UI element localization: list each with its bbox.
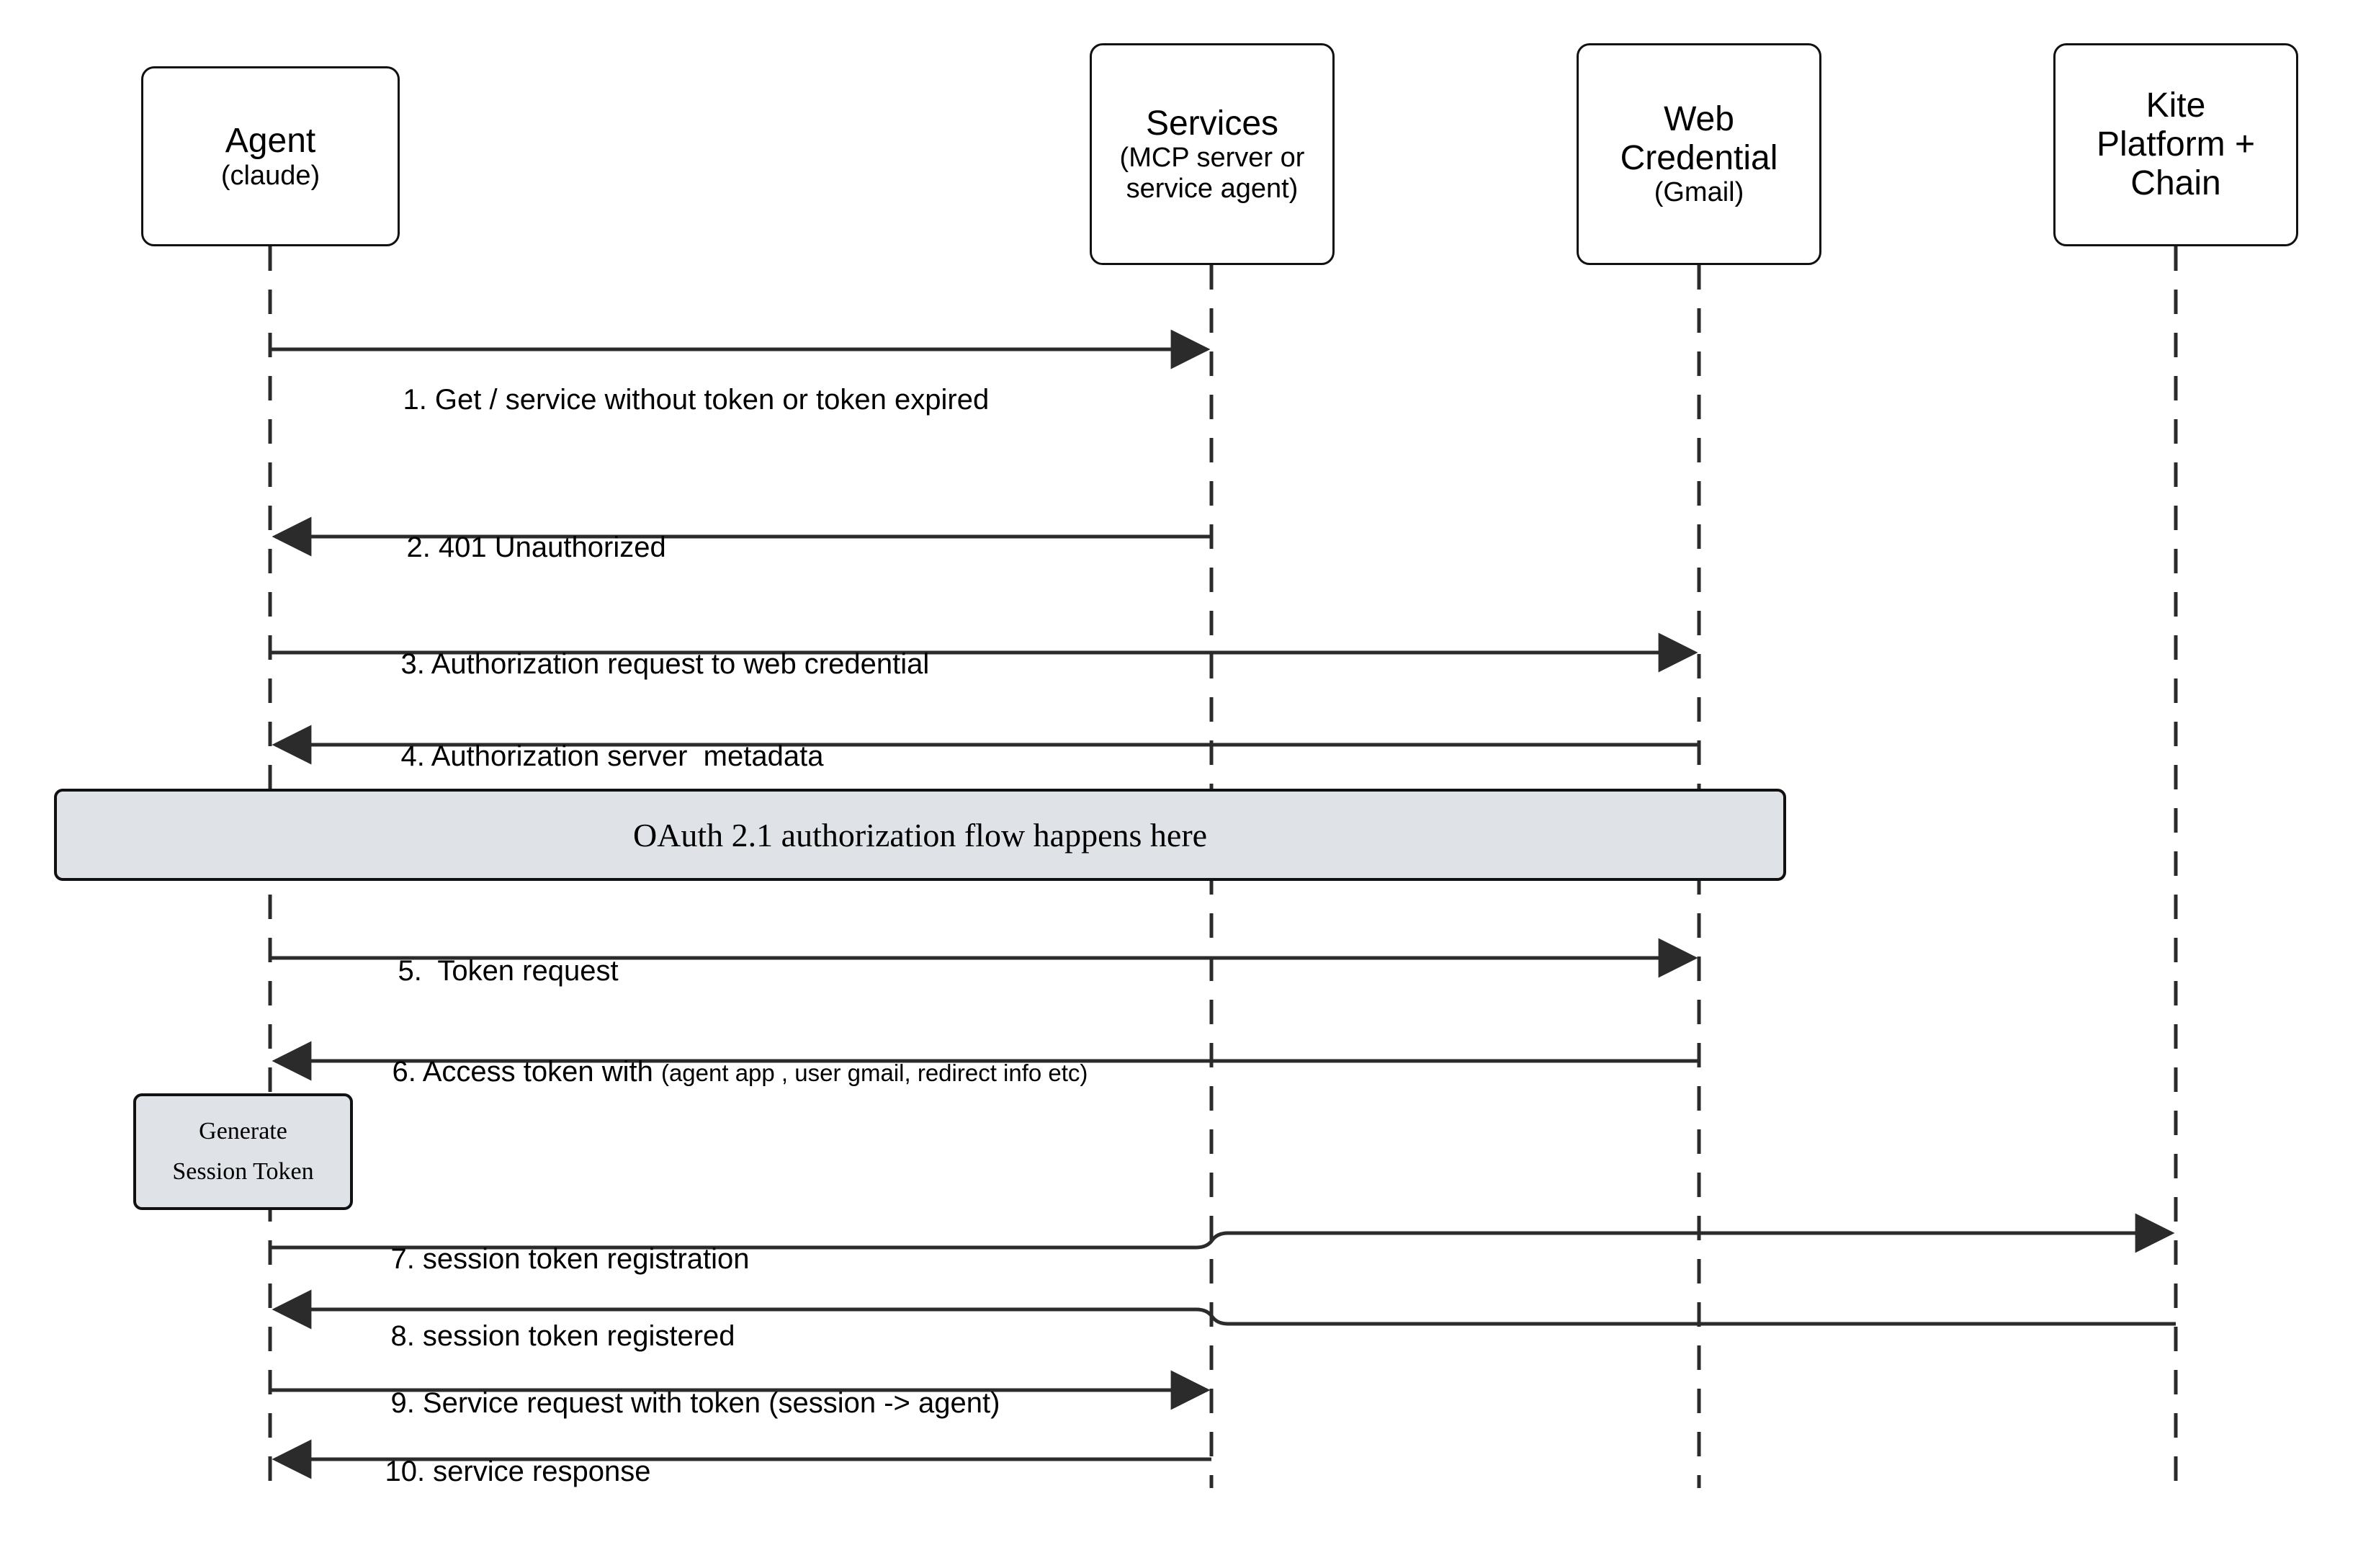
message-label-9-text: 9. Service request with token (session -… [390, 1387, 1000, 1419]
arrow-msg-7 [270, 1213, 2175, 1253]
participant-web-credential-name: Web Credential [1620, 99, 1778, 177]
message-label-1-text: 1. Get / service without token or token … [403, 384, 990, 416]
message-label-10: 10. service response [353, 1428, 651, 1515]
note-generate-session-token[interactable]: Generate Session Token [133, 1093, 353, 1210]
message-label-6-text: 6. Access token with [392, 1056, 661, 1088]
message-label-3: 3. Authorization request to web credenti… [369, 621, 929, 707]
participant-agent[interactable]: Agent (claude) [141, 66, 400, 246]
message-label-4: 4. Authorization server metadata [369, 713, 823, 799]
participant-agent-name: Agent [225, 121, 316, 160]
message-label-8: 8. session token registered [359, 1293, 735, 1379]
note-oauth-flow[interactable]: OAuth 2.1 authorization flow happens her… [54, 789, 1786, 881]
note-oauth-flow-text: OAuth 2.1 authorization flow happens her… [632, 816, 1208, 854]
message-label-7-text: 7. session token registration [390, 1243, 750, 1275]
message-label-5: 5. Token request [366, 928, 619, 1014]
message-label-6-detail: (agent app , user gmail, redirect info e… [660, 1059, 1088, 1086]
participant-agent-subtitle: (claude) [220, 160, 320, 191]
participant-web-credential[interactable]: Web Credential (Gmail) [1577, 43, 1821, 265]
participant-web-credential-subtitle: (Gmail) [1654, 177, 1744, 208]
participant-services-subtitle: (MCP server or service agent) [1119, 143, 1305, 204]
message-label-8-text: 8. session token registered [390, 1320, 735, 1352]
message-label-1: 1. Get / service without token or token … [371, 357, 989, 443]
message-label-2-text: 2. 401 Unauthorized [406, 532, 666, 563]
arrow-msg-8 [272, 1289, 2176, 1330]
participant-services-name: Services [1145, 104, 1279, 143]
message-label-2: 2. 401 Unauthorized [375, 504, 666, 591]
note-generate-session-token-line1: Generate [199, 1117, 287, 1144]
participant-kite-name: Kite Platform + Chain [2096, 86, 2256, 202]
note-generate-session-token-line2: Session Token [172, 1158, 314, 1185]
message-label-4-text: 4. Authorization server metadata [400, 740, 824, 772]
message-label-9: 9. Service request with token (session -… [359, 1360, 1000, 1446]
message-label-7: 7. session token registration [359, 1216, 750, 1302]
participant-services[interactable]: Services (MCP server or service agent) [1090, 43, 1335, 265]
message-label-5-text: 5. Token request [398, 955, 619, 987]
message-label-6: 6. Access token with (agent app , user g… [360, 1029, 1088, 1115]
message-label-10-text: 10. service response [385, 1456, 651, 1487]
participant-kite[interactable]: Kite Platform + Chain [2053, 43, 2298, 246]
message-label-3-text: 3. Authorization request to web credenti… [400, 648, 930, 680]
